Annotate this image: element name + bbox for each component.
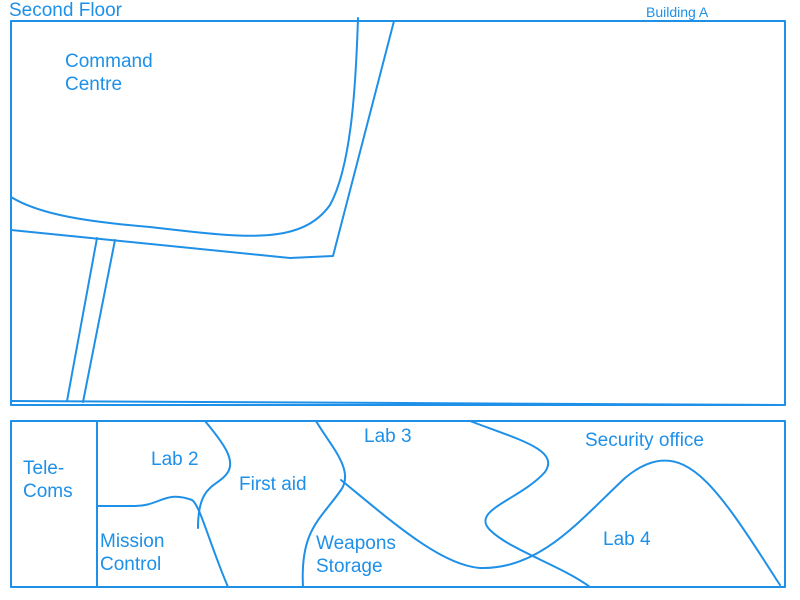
room-label-security-office: Security office xyxy=(585,430,704,451)
room-label-line: Coms xyxy=(23,480,73,502)
diagonal-hallway-wall xyxy=(10,20,395,259)
room-label-lab-2: Lab 2 xyxy=(151,449,199,470)
room-label-first-aid: First aid xyxy=(239,474,307,495)
room-label-command-centre: Command Centre xyxy=(65,51,153,97)
passage-wall-right xyxy=(82,239,116,403)
room-label-lab-4: Lab 4 xyxy=(603,529,651,550)
corridor-wall xyxy=(10,400,786,406)
room-label-lab-3: Lab 3 xyxy=(364,426,412,447)
passage-wall-left xyxy=(66,237,98,402)
lower-section-outline xyxy=(10,420,786,588)
room-label-weapons-storage: Weapons Storage xyxy=(316,533,396,579)
room-label-line: Tele- xyxy=(23,458,65,479)
lab2-firstaid-wall xyxy=(197,420,232,529)
room-label-line: Control xyxy=(100,553,162,575)
room-label-line: Centre xyxy=(65,73,123,95)
lab3-security-wall xyxy=(469,420,591,588)
room-label-line: Storage xyxy=(316,555,383,577)
room-label-line: Command xyxy=(65,51,153,72)
room-label-line: Mission xyxy=(100,531,165,552)
command-centre-wall xyxy=(10,17,359,237)
room-label-line: Weapons xyxy=(316,533,396,554)
upper-section-outline xyxy=(10,20,786,406)
floor-title: Second Floor xyxy=(9,0,123,21)
firstaid-weapons-wall xyxy=(301,420,347,588)
building-name: Building A xyxy=(646,4,709,20)
lab2-mission-wall xyxy=(96,495,229,588)
room-label-mission-control: Mission Control xyxy=(100,531,164,577)
weapons-lab4-wall xyxy=(340,459,781,586)
room-label-tele-coms: Tele- Coms xyxy=(23,458,73,504)
